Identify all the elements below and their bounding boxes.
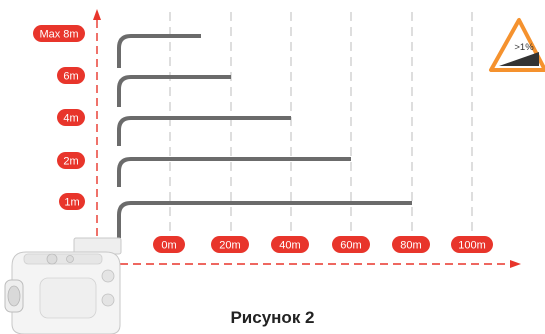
label-max-8m-text: Max 8m [39, 29, 78, 41]
pipe-4m [117, 116, 291, 146]
slope-badge-text: >1% [514, 42, 534, 53]
label-max-8m: Max 8m [33, 25, 85, 42]
vertical-axis-arrowhead [93, 9, 101, 20]
label-60m: 60m [332, 236, 370, 253]
horizontal-axis-arrowhead [510, 260, 521, 268]
label-0m-text: 0m [161, 240, 176, 252]
pipe-2m [117, 157, 351, 187]
vertical-labels: Max 8m 6m 4m 2m 1m [33, 25, 85, 210]
label-20m-text: 20m [219, 240, 240, 252]
pipe-max-8m [117, 34, 201, 68]
label-1m-text: 1m [64, 197, 79, 209]
label-80m: 80m [392, 236, 430, 253]
pipes [117, 34, 412, 238]
grid-lines [169, 12, 473, 238]
label-60m-text: 60m [340, 240, 361, 252]
pipe-6m [117, 75, 231, 107]
label-40m-text: 40m [279, 240, 300, 252]
label-40m: 40m [271, 236, 309, 253]
vertical-axis [93, 9, 101, 238]
label-100m-text: 100m [458, 240, 486, 252]
label-4m-text: 4m [63, 113, 78, 125]
macerator-pump-illustration [4, 237, 122, 334]
pipe-1m [117, 201, 412, 238]
label-4m: 4m [57, 109, 85, 126]
horizontal-axis [120, 260, 521, 268]
label-80m-text: 80m [400, 240, 421, 252]
horizontal-labels: 0m 20m 40m 60m 80m 100m [153, 236, 493, 253]
label-0m: 0m [153, 236, 185, 253]
label-6m-text: 6m [63, 71, 78, 83]
label-2m-text: 2m [63, 156, 78, 168]
label-20m: 20m [211, 236, 249, 253]
slope-warning-icon: >1% [489, 18, 545, 72]
label-6m: 6m [57, 67, 85, 84]
label-100m: 100m [451, 236, 493, 253]
figure-caption: Рисунок 2 [230, 308, 315, 327]
label-2m: 2m [57, 152, 85, 169]
label-1m: 1m [59, 193, 85, 210]
